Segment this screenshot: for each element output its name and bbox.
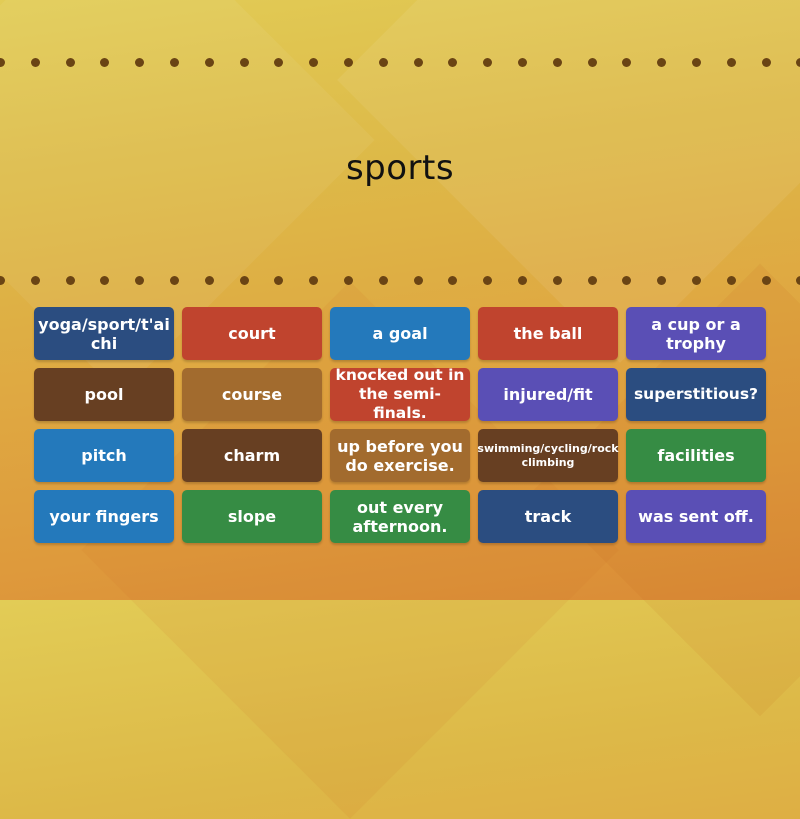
card[interactable]: swimming/cycling/rock climbing <box>477 429 619 482</box>
card[interactable]: facilities <box>626 429 766 482</box>
dot <box>274 58 284 67</box>
dot <box>692 58 701 67</box>
card[interactable]: pool <box>34 368 174 421</box>
card-label: the ball <box>513 324 583 343</box>
dot <box>552 58 562 67</box>
dot <box>483 276 493 285</box>
card[interactable]: knocked out in the semi-finals. <box>330 366 470 422</box>
dot <box>413 58 423 67</box>
card-label: was sent off. <box>638 507 754 526</box>
card-label: track <box>524 507 572 526</box>
dot <box>65 276 75 285</box>
dot <box>30 58 40 67</box>
dot <box>239 58 249 67</box>
dot <box>726 276 736 285</box>
card[interactable]: your fingers <box>34 490 174 543</box>
card[interactable]: court <box>182 307 322 360</box>
dot <box>344 58 353 67</box>
dot <box>726 58 736 67</box>
dot <box>587 276 597 285</box>
dot <box>692 276 701 285</box>
dot <box>170 58 179 67</box>
dot <box>344 276 353 285</box>
card-label: your fingers <box>49 507 159 526</box>
dot <box>100 58 110 67</box>
card-label: a cup or a trophy <box>651 314 741 353</box>
dot <box>587 58 597 67</box>
dot <box>378 276 388 285</box>
dot <box>65 58 75 67</box>
card-label: up before you do exercise. <box>337 436 463 475</box>
card[interactable]: charm <box>182 429 322 482</box>
dot <box>448 276 458 285</box>
card-label: superstitious? <box>633 385 759 403</box>
card[interactable]: course <box>182 368 322 421</box>
dotted-divider-top <box>0 58 800 68</box>
card-label: slope <box>227 507 277 526</box>
card[interactable]: a cup or a trophy <box>626 307 766 360</box>
card-label: pool <box>84 385 124 404</box>
card[interactable]: a goal <box>330 307 470 360</box>
dot <box>413 276 423 285</box>
card-label: course <box>221 385 283 404</box>
dot <box>309 276 319 285</box>
card-label: yoga/sport/t'ai chi <box>38 314 170 353</box>
dot <box>761 276 771 285</box>
card-label: swimming/cycling/rock climbing <box>477 441 619 469</box>
dot <box>309 58 319 67</box>
dot <box>657 58 667 67</box>
dot <box>204 58 214 67</box>
dot <box>622 58 632 67</box>
card[interactable]: was sent off. <box>626 490 766 543</box>
dot <box>657 276 667 285</box>
card-label: charm <box>223 446 281 465</box>
dot <box>0 58 5 67</box>
dot <box>796 58 800 67</box>
dot <box>239 276 249 285</box>
card[interactable]: superstitious? <box>626 368 766 421</box>
card[interactable]: yoga/sport/t'ai chi <box>34 307 174 360</box>
card-label: injured/fit <box>503 385 593 404</box>
dot <box>135 276 145 285</box>
dot <box>518 58 527 67</box>
card-label: knocked out in the semi-finals. <box>335 366 465 422</box>
card-label: a goal <box>372 324 428 343</box>
dot <box>518 276 527 285</box>
dot <box>135 58 145 67</box>
dot <box>622 276 632 285</box>
card[interactable]: pitch <box>34 429 174 482</box>
dot <box>100 276 110 285</box>
dot <box>274 276 284 285</box>
dot <box>170 276 179 285</box>
dot <box>448 58 458 67</box>
dot <box>552 276 562 285</box>
dot <box>761 58 771 67</box>
card-label: facilities <box>657 446 735 465</box>
card[interactable]: the ball <box>478 307 618 360</box>
dot <box>0 276 5 285</box>
card-label: court <box>228 324 276 343</box>
card[interactable]: up before you do exercise. <box>330 429 470 482</box>
dot <box>483 58 493 67</box>
dot <box>378 58 388 67</box>
dot <box>796 276 800 285</box>
card[interactable]: out every afternoon. <box>330 490 470 543</box>
card-label: pitch <box>81 446 127 465</box>
page-title: sports <box>345 148 455 188</box>
card-grid: yoga/sport/t'ai chi court a goal the bal… <box>34 307 766 543</box>
card[interactable]: slope <box>182 490 322 543</box>
dot <box>204 276 214 285</box>
card[interactable]: track <box>478 490 618 543</box>
card-label: out every afternoon. <box>352 497 448 536</box>
dot <box>30 276 40 285</box>
card[interactable]: injured/fit <box>478 368 618 421</box>
dotted-divider-bottom <box>0 276 800 286</box>
